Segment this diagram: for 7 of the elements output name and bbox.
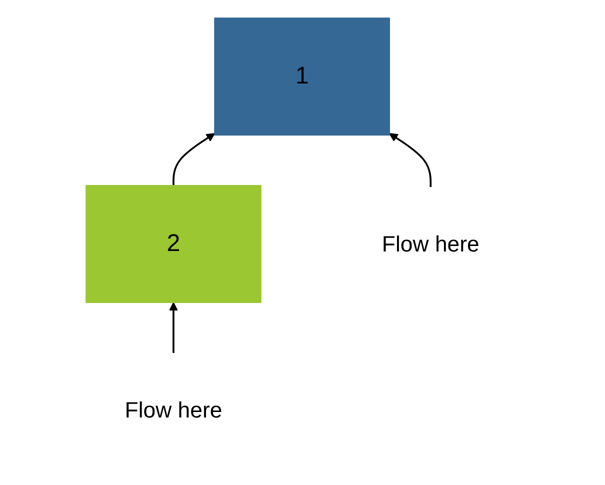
arrow <box>173 133 216 186</box>
node-box: 1 <box>214 18 390 136</box>
node-text: Flow here <box>382 231 480 257</box>
arrow <box>169 302 178 353</box>
arrow <box>390 133 432 188</box>
node-box: 2 <box>86 185 262 304</box>
node-text: Flow here <box>125 397 223 423</box>
